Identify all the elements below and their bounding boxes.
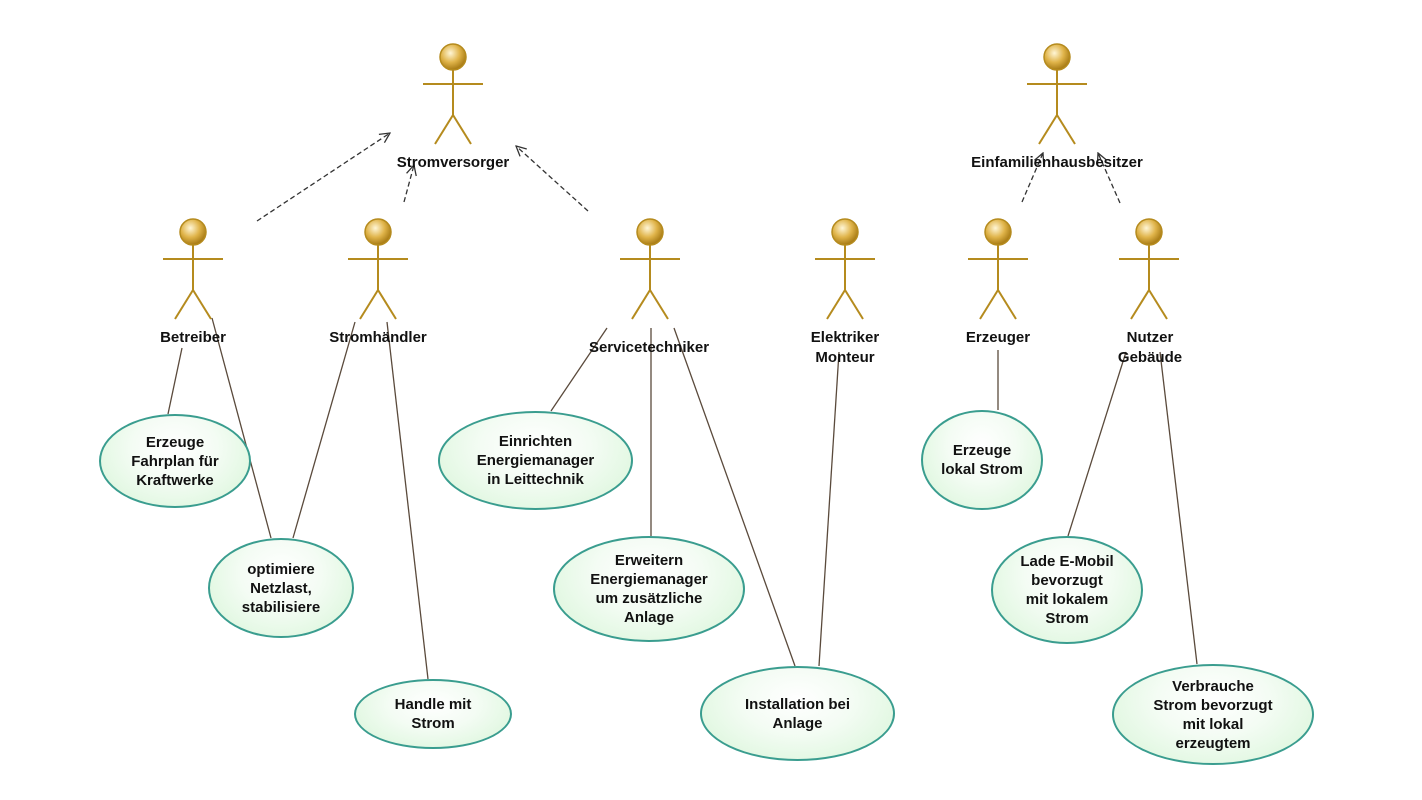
assoc-service-installation	[673, 327, 796, 667]
usecase-label-lokal-strom: Erzeuge lokal Strom	[941, 442, 1023, 478]
generalization-stromhaendler	[403, 165, 414, 203]
assoc-nutzer-lade	[1067, 351, 1127, 537]
usecase-lade[interactable]: Lade E-Mobil bevorzugt mit lokalem Strom	[991, 536, 1143, 644]
usecase-netzlast[interactable]: optimiere Netzlast, stabilisiere	[208, 538, 354, 638]
assoc-service-einrichten	[550, 327, 608, 412]
usecase-label-netzlast: optimiere Netzlast, stabilisiere	[241, 560, 321, 616]
usecase-label-lade: Lade E-Mobil bevorzugt mit lokalem Strom	[1020, 553, 1114, 627]
usecase-label-fahrplan: Erzeuge Fahrplan für Kraftwerke	[131, 433, 219, 489]
betreiber-actor-icon	[163, 218, 223, 320]
actor-label-erzeuger: Erzeuger	[965, 329, 1031, 346]
actor-label-einfamilienhausbesitzer: Einfamilienhausbesitzer	[971, 154, 1143, 171]
actor-label-stromversorger: Stromversorger	[396, 154, 510, 171]
actor-label-stromhaendler: Stromhändler	[329, 329, 427, 346]
usecase-handle[interactable]: Handle mit Strom	[354, 679, 512, 749]
usecase-label-erweitern: Erweitern Energiemanager um zusätzliche …	[590, 552, 708, 626]
erzeuger-actor-icon	[968, 218, 1028, 320]
usecase-label-verbrauche: Verbrauche Strom bevorzugt mit lokal erz…	[1153, 677, 1273, 752]
nutzer-actor-icon	[1119, 218, 1179, 320]
usecase-lokal-strom[interactable]: Erzeuge lokal Strom	[921, 410, 1043, 510]
actor-label-betreiber: Betreiber	[160, 329, 226, 346]
generalization-servicetechniker	[516, 146, 589, 212]
elektriker-actor-icon	[815, 218, 875, 320]
generalization-erzeuger	[1021, 153, 1043, 203]
assoc-betreiber-fahrplan	[167, 347, 183, 415]
einfamilienhausbesitzer-actor-icon	[1027, 43, 1087, 145]
assoc-elektriker-installation	[818, 351, 840, 667]
usecase-label-einrichten: Einrichten Energiemanager in Leittechnik	[476, 433, 595, 488]
assoc-nutzer-verbrauche	[1159, 351, 1198, 665]
assoc-stromhaendler-handle	[386, 321, 429, 680]
actor-label-nutzer: Nutzer Gebäude	[1117, 329, 1183, 366]
assoc-stromhaendler-netzlast	[292, 321, 356, 539]
usecase-einrichten[interactable]: Einrichten Energiemanager in Leittechnik	[438, 411, 633, 510]
usecase-label-handle: Handle mit Strom	[394, 696, 472, 732]
servicetechniker-actor-icon	[620, 218, 680, 320]
usecase-erweitern[interactable]: Erweitern Energiemanager um zusätzliche …	[553, 536, 745, 642]
usecase-label-installation: Installation bei Anlage	[744, 695, 850, 732]
assoc-betreiber-netzlast	[211, 317, 272, 539]
stromversorger-actor-icon	[423, 43, 483, 145]
generalization-nutzer	[1098, 153, 1121, 204]
stromhaendler-actor-icon	[348, 218, 408, 320]
usecase-installation[interactable]: Installation bei Anlage	[700, 666, 895, 761]
usecase-verbrauche[interactable]: Verbrauche Strom bevorzugt mit lokal erz…	[1112, 664, 1314, 765]
actor-label-servicetechniker: Servicetechniker	[588, 339, 710, 356]
actor-label-elektriker: Elektriker Monteur	[810, 329, 880, 366]
usecase-fahrplan[interactable]: Erzeuge Fahrplan für Kraftwerke	[99, 414, 251, 508]
generalization-betreiber	[256, 133, 390, 222]
